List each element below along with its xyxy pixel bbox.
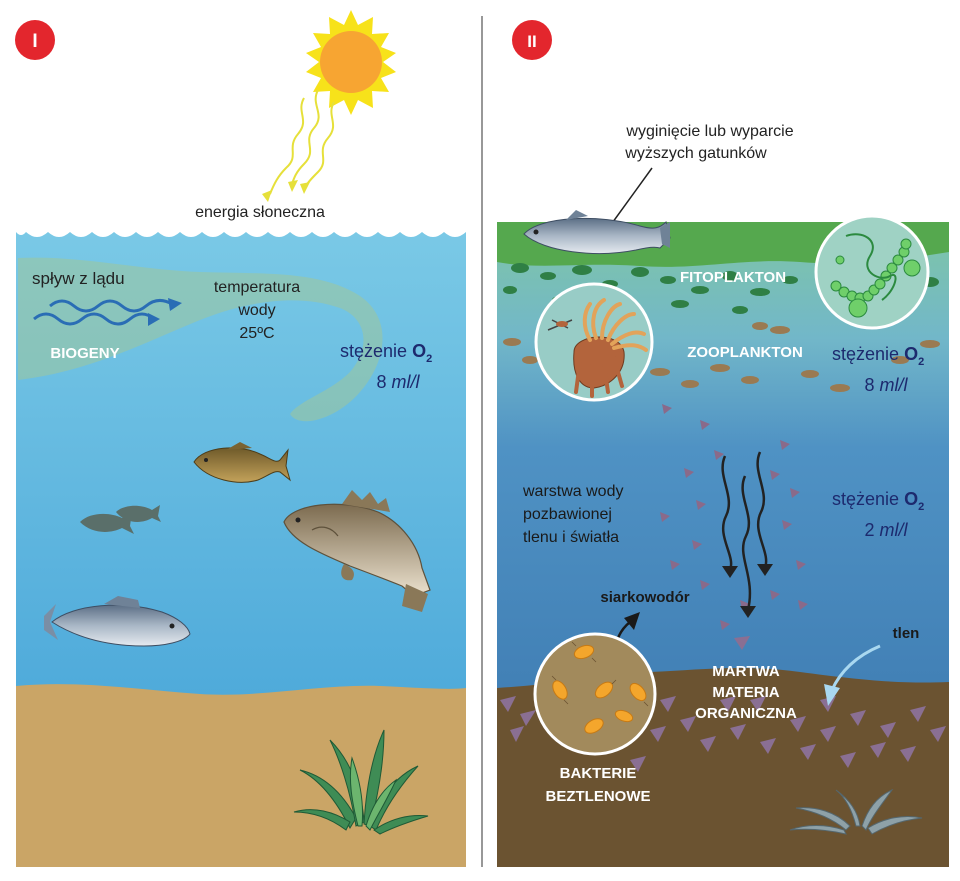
hydrogen-sulfide-label: siarkowodór xyxy=(600,589,689,606)
oxygen-value-left: 8 ml/l xyxy=(376,372,420,392)
left-sand xyxy=(16,684,466,867)
solar-energy-label: energia słoneczna xyxy=(195,204,325,221)
oxygen-concentration-right-top: stężenie O2 xyxy=(832,344,924,368)
zooplankton-dots xyxy=(503,322,940,392)
runoff-plume xyxy=(18,257,383,422)
sun-icon xyxy=(306,10,396,115)
fish-icon xyxy=(283,490,431,612)
algae-chain-icon xyxy=(814,214,930,330)
anemone-icon xyxy=(534,282,654,402)
sun-rays-icon xyxy=(262,89,335,202)
extinction-line2: wyższych gatunków xyxy=(624,145,767,162)
panel-left: I energia słoneczna spływ z lądu BIOGENY… xyxy=(15,10,466,867)
temperature-line2: wody xyxy=(237,302,275,319)
layer-line1: warstwa wody xyxy=(522,483,623,500)
extinction-line1: wyginięcie lub wyparcie xyxy=(625,123,793,140)
dead-matter-line2: MATERIA xyxy=(712,684,779,701)
left-water-waves xyxy=(16,222,466,237)
biogens-label: BIOGENY xyxy=(50,345,119,362)
bacteria-line1: BAKTERIE xyxy=(560,765,637,782)
phytoplankton-dots xyxy=(503,263,939,314)
panel-right-overlay: II wyginięcie lub wyparcie wyższych gatu… xyxy=(512,20,930,805)
badge-I: I xyxy=(15,20,55,60)
oxygen-concentration-right-low: stężenie O2 xyxy=(832,489,924,513)
oxygen-concentration-left: stężenie O2 xyxy=(340,341,432,365)
oxygen-value-right-low: 2 ml/l xyxy=(864,520,908,540)
phytoplankton-label: FITOPLAKTON xyxy=(680,269,786,286)
sinking-particles xyxy=(660,404,808,630)
dead-matter-line1: MARTWA xyxy=(712,663,780,680)
fish-icon xyxy=(44,596,191,647)
fish-icon xyxy=(523,210,671,254)
fish-icon xyxy=(193,442,291,483)
sinking-arrows-icon xyxy=(721,451,773,618)
biogen-arrows-icon xyxy=(33,298,182,326)
bacteria-icon xyxy=(533,632,657,756)
dead-plant-icon xyxy=(789,788,923,835)
dead-matter-line3: ORGANICZNA xyxy=(695,705,797,722)
oxygen-word: tlen xyxy=(893,625,920,642)
zooplankton-label: ZOOPLANKTON xyxy=(687,344,803,361)
layer-line3: tlenu i światła xyxy=(523,529,619,546)
temperature-line1: temperatura xyxy=(214,279,300,296)
plant-icon xyxy=(293,729,429,835)
oxygen-value-right-top: 8 ml/l xyxy=(864,375,908,395)
dead-organic-matter xyxy=(500,636,946,772)
layer-line2: pozbawionej xyxy=(523,506,612,523)
oxygen-arrow-icon xyxy=(824,644,881,706)
extinction-pointer xyxy=(609,167,653,227)
svg-text:I: I xyxy=(32,31,37,52)
fish-icon xyxy=(80,505,161,534)
bacteria-line2: BEZTLENOWE xyxy=(546,788,651,805)
runoff-label: spływ z lądu xyxy=(32,269,125,288)
temperature-value: 25ºC xyxy=(239,325,274,342)
badge-II: II xyxy=(512,20,552,60)
svg-text:II: II xyxy=(527,32,536,51)
